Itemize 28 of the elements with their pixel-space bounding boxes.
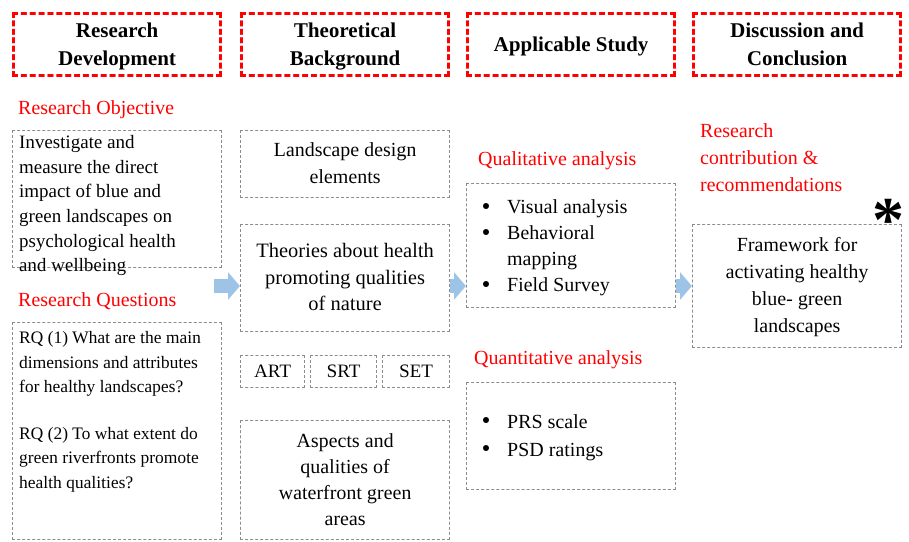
section-heading: Research contribution & recommendations (700, 119, 844, 198)
box-text: RQ (2) To what extent do green riverfronts promote health qualities? (19, 422, 200, 494)
box-text: Aspects and qualities of waterfront green areas (278, 429, 412, 532)
box-text: SRT (326, 360, 362, 382)
block-arrow (450, 272, 466, 300)
bullet-text: PSD ratings (507, 438, 604, 463)
block-arrow (676, 272, 692, 300)
box-text: Investigate and measure the direct impact of blue and green landscapes on psychological health and wellbeing (19, 131, 177, 278)
box-text: ART (253, 360, 292, 382)
bullet-text: Field Survey (507, 272, 610, 298)
box-text: Landscape design elements (272, 138, 418, 190)
bullet-text: Visual analysis (507, 194, 628, 220)
bullet-text: PRS scale (507, 410, 588, 435)
section-heading: Qualitative analysis (478, 147, 638, 172)
section-heading: Research Questions (18, 288, 178, 313)
stage-title: Theoretical Background (288, 17, 402, 72)
box-text: Framework for activating healthy blue- green landscapes (724, 233, 870, 339)
stage-title: Discussion and Conclusion (729, 17, 865, 72)
section-heading: Quantitative analysis (474, 346, 644, 371)
stage-title: Research Development (57, 17, 177, 72)
section-heading: Research Objective (18, 96, 176, 121)
asterisk-mark: * (872, 188, 904, 252)
stage-title: Applicable Study (492, 30, 650, 58)
block-arrow (214, 272, 240, 300)
box-text: Theories about health promoting qualities of nature (255, 239, 435, 318)
box-text: SET (398, 360, 434, 382)
box-text: RQ (1) What are the main dimensions and attributes for healthy landscapes? (19, 326, 202, 398)
bullet-text: Behavioral mapping (507, 220, 596, 272)
